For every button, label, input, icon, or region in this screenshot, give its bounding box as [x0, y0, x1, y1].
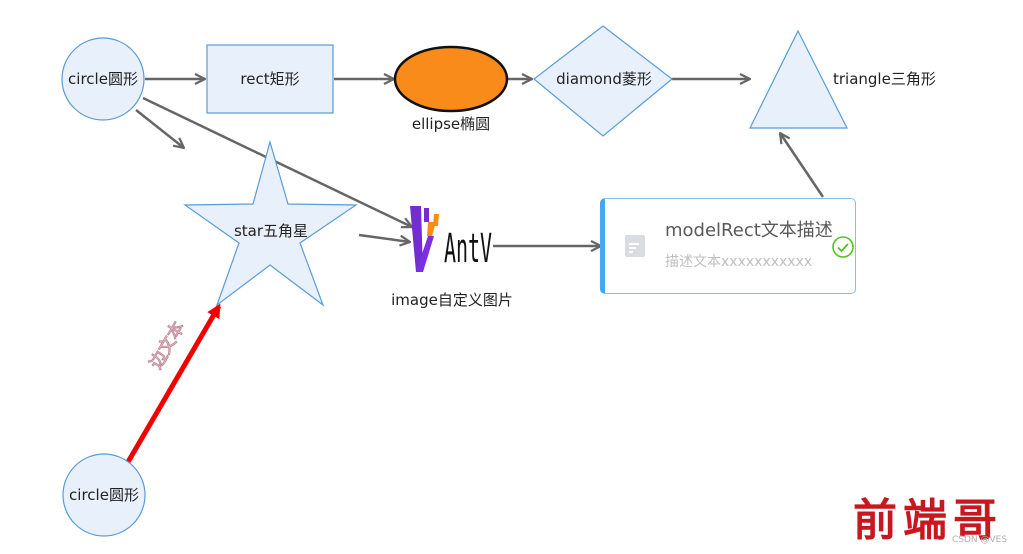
star-node[interactable]: star五角星: [183, 139, 358, 307]
image-node[interactable]: AntV image自定义图片: [391, 206, 513, 309]
circle-node-top[interactable]: circle圆形: [61, 37, 145, 121]
circle-node-bottom[interactable]: circle圆形: [62, 453, 146, 537]
ellipse-node-label: ellipse椭圆: [412, 115, 490, 133]
ellipse-node[interactable]: ellipse椭圆: [393, 45, 509, 133]
edge-highlight-circle-star[interactable]: [125, 303, 222, 464]
edge-modelrect-triangle[interactable]: [780, 133, 825, 198]
triangle-node[interactable]: triangle三角形: [749, 29, 936, 129]
diamond-node[interactable]: diamond菱形: [533, 25, 673, 137]
antv-logo-text: AntV: [444, 226, 492, 272]
star-node-label: star五角星: [234, 222, 308, 240]
edge-circle-image[interactable]: [142, 96, 412, 227]
antv-logo-icon: AntV: [410, 206, 492, 272]
document-icon: [625, 235, 645, 257]
edge-circle-star[interactable]: [135, 109, 184, 148]
image-node-label: image自定义图片: [391, 291, 513, 309]
watermark-text: 前端哥: [853, 495, 1003, 546]
diamond-node-label: diamond菱形: [556, 70, 652, 88]
circle-node-top-label: circle圆形: [68, 70, 138, 88]
watermark-source: CSDN @VES: [952, 535, 1008, 545]
edge-star-image[interactable]: [358, 233, 410, 242]
triangle-node-label: triangle三角形: [833, 70, 936, 88]
model-rect-node[interactable]: modelRect文本描述 描述文本xxxxxxxxxxx: [600, 198, 856, 294]
rect-node-label: rect矩形: [240, 70, 299, 88]
model-rect-description: 描述文本xxxxxxxxxxx: [665, 254, 813, 270]
rect-node[interactable]: rect矩形: [206, 44, 334, 114]
model-rect-title: modelRect文本描述: [665, 220, 833, 241]
circle-node-bottom-label: circle圆形: [69, 486, 139, 504]
check-circle-icon[interactable]: [831, 235, 855, 259]
